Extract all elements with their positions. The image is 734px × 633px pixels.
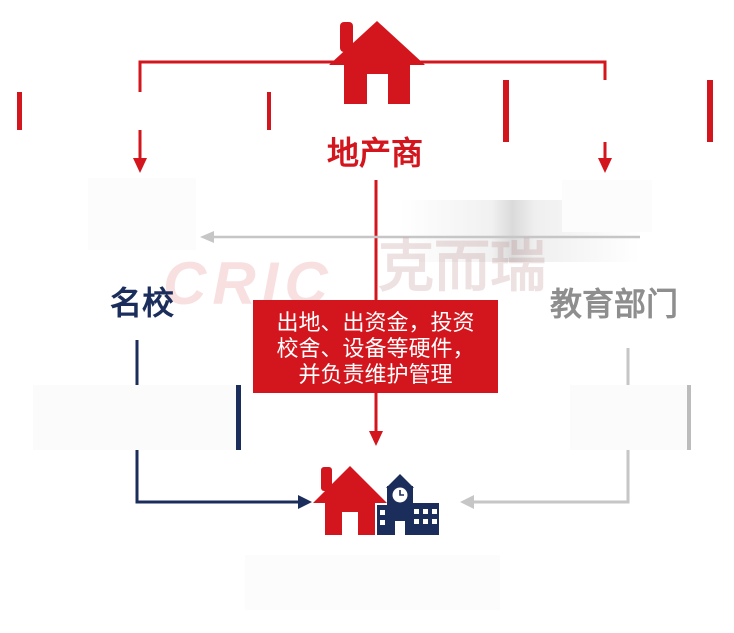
erased-label-box-bottom-right bbox=[570, 385, 691, 450]
erased-label-box-mid-left bbox=[88, 178, 196, 250]
window bbox=[414, 509, 419, 514]
window bbox=[432, 509, 437, 514]
roof bbox=[313, 466, 387, 503]
window bbox=[380, 510, 385, 515]
developer-role-box: 出地、出资金，投资 校舍、设备等硬件， 并负责维护管理 bbox=[253, 300, 498, 393]
arrowhead-developer-to-campus bbox=[369, 431, 383, 446]
window bbox=[423, 509, 428, 514]
clock-hands bbox=[399, 490, 404, 496]
arrowhead-to-school bbox=[133, 158, 147, 173]
school-building-icon bbox=[377, 474, 439, 535]
arrowhead-education-department-to-school bbox=[200, 231, 214, 243]
erased-label-box-top-left bbox=[17, 92, 271, 130]
chimney bbox=[340, 22, 353, 52]
arrowhead-school-to-campus bbox=[298, 495, 312, 509]
tower-roof bbox=[386, 474, 414, 488]
erased-label-box-bottom-center bbox=[245, 555, 500, 610]
school-door bbox=[395, 521, 405, 535]
window bbox=[380, 520, 385, 525]
door bbox=[342, 512, 358, 535]
window bbox=[432, 519, 437, 524]
developer-label: 地产商 bbox=[326, 134, 423, 172]
developer-role-line: 校舍、设备等硬件， bbox=[276, 337, 475, 362]
roof bbox=[329, 21, 425, 65]
window bbox=[414, 519, 419, 524]
erased-label-box-mid-right bbox=[562, 180, 652, 232]
door bbox=[367, 74, 388, 104]
developer-role-line: 出地、出资金，投资 bbox=[276, 311, 475, 336]
chimney bbox=[321, 467, 332, 491]
arrowhead-to-education-department bbox=[598, 158, 612, 173]
window bbox=[423, 519, 428, 524]
school-label: 名校 bbox=[109, 284, 174, 322]
watermark-logo-cjk: 克而瑞 bbox=[378, 235, 546, 300]
developer-role-line: 并负责维护管理 bbox=[298, 363, 453, 388]
developer-house-icon bbox=[329, 21, 425, 104]
erased-label-box-top-right bbox=[503, 80, 713, 142]
arrowhead-education-department-to-campus bbox=[460, 495, 474, 509]
education-department-label: 教育部门 bbox=[549, 285, 678, 323]
campus-house-icon bbox=[313, 466, 387, 535]
erased-label-box-bottom-left bbox=[33, 385, 241, 450]
